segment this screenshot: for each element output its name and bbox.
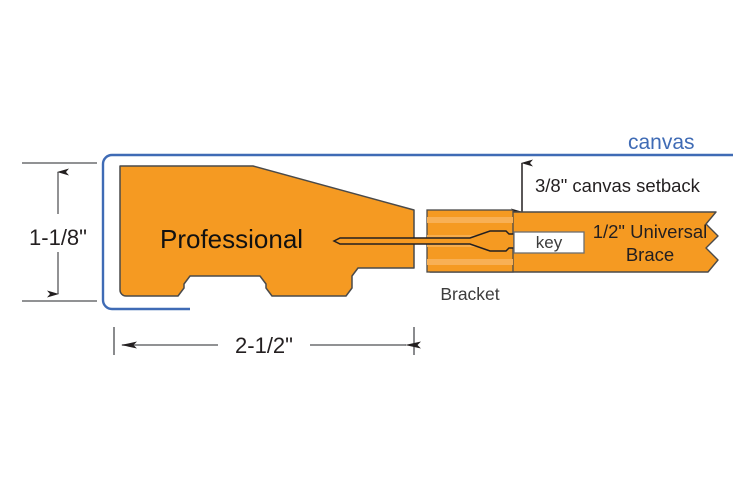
setback-dimension-label: 3/8" canvas setback	[535, 175, 701, 196]
width-dimension-label: 2-1/2"	[235, 333, 293, 358]
brace-label-line1: 1/2" Universal	[593, 221, 708, 242]
setback-dimension: 3/8" canvas setback	[511, 159, 701, 216]
professional-profile	[119, 165, 415, 297]
key-label: key	[536, 233, 563, 252]
profile-name-label: Professional	[160, 224, 303, 254]
brace-label-line2: Brace	[626, 244, 674, 265]
key-box: key	[513, 231, 585, 254]
canvas-label: canvas	[628, 131, 695, 154]
height-dimension-label: 1-1/8"	[29, 225, 87, 250]
bracket-label: Bracket	[440, 284, 499, 304]
key-callout-arrow	[332, 230, 515, 252]
height-dimension: 1-1/8"	[22, 162, 97, 302]
width-dimension: 2-1/2"	[113, 327, 421, 358]
canvas-reference-line	[101, 153, 733, 311]
